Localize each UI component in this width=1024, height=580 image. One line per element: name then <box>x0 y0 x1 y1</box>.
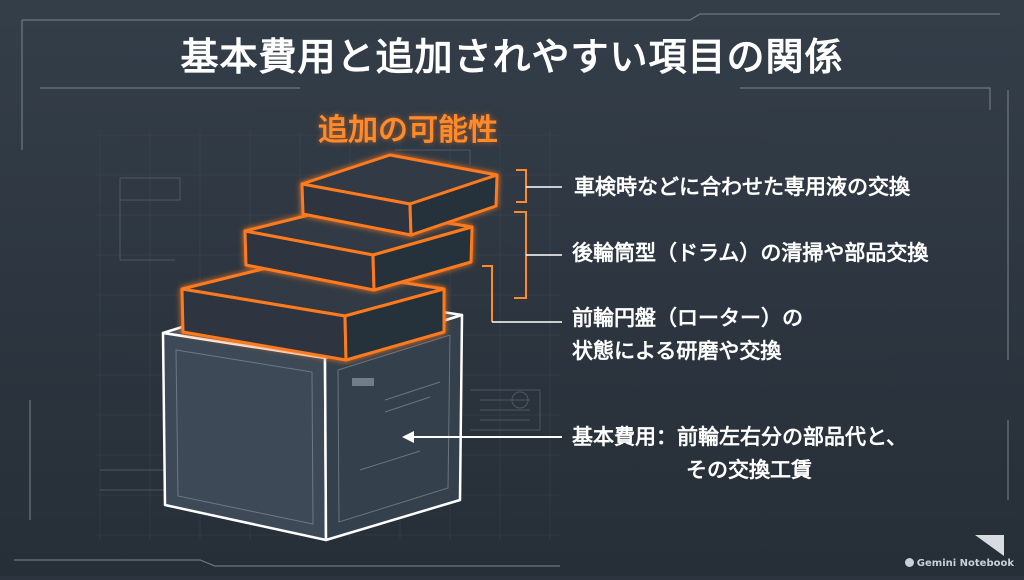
bracket-fluid <box>516 169 562 203</box>
addition-heading: 追加の可能性 <box>318 113 498 148</box>
watermark-text: Gemini Notebook <box>916 558 1014 569</box>
corner-tab <box>975 535 1004 556</box>
watermark: Gemini Notebook <box>904 558 1014 569</box>
label-fluid-exchange: 車検時などに合わせた専用液の交換 <box>574 175 910 199</box>
label-drum-maintenance: 後輪筒型（ドラム）の清掃や部品交換 <box>572 241 929 265</box>
arrow-base <box>402 431 562 443</box>
slab-rotor <box>180 262 446 362</box>
slab-fluid <box>300 153 499 237</box>
gemini-logo-icon <box>904 558 914 567</box>
label-rotor-line2: 状態による研磨や交換 <box>572 339 782 363</box>
blueprint-details <box>100 149 541 491</box>
label-base-cost-line1: 基本費用：前輪左右分の部品代と、 <box>572 425 908 449</box>
base-box-front <box>161 331 328 542</box>
label-base-cost-line2: その交換工賃 <box>686 458 812 482</box>
page-title: 基本費用と追加されやすい項目の関係 <box>180 35 844 79</box>
bracket-rotor <box>482 265 562 323</box>
label-rotor-line1: 前輪円盤（ローター）の <box>572 306 803 330</box>
frame-lines <box>14 13 1009 567</box>
bracket-drum <box>514 211 562 299</box>
